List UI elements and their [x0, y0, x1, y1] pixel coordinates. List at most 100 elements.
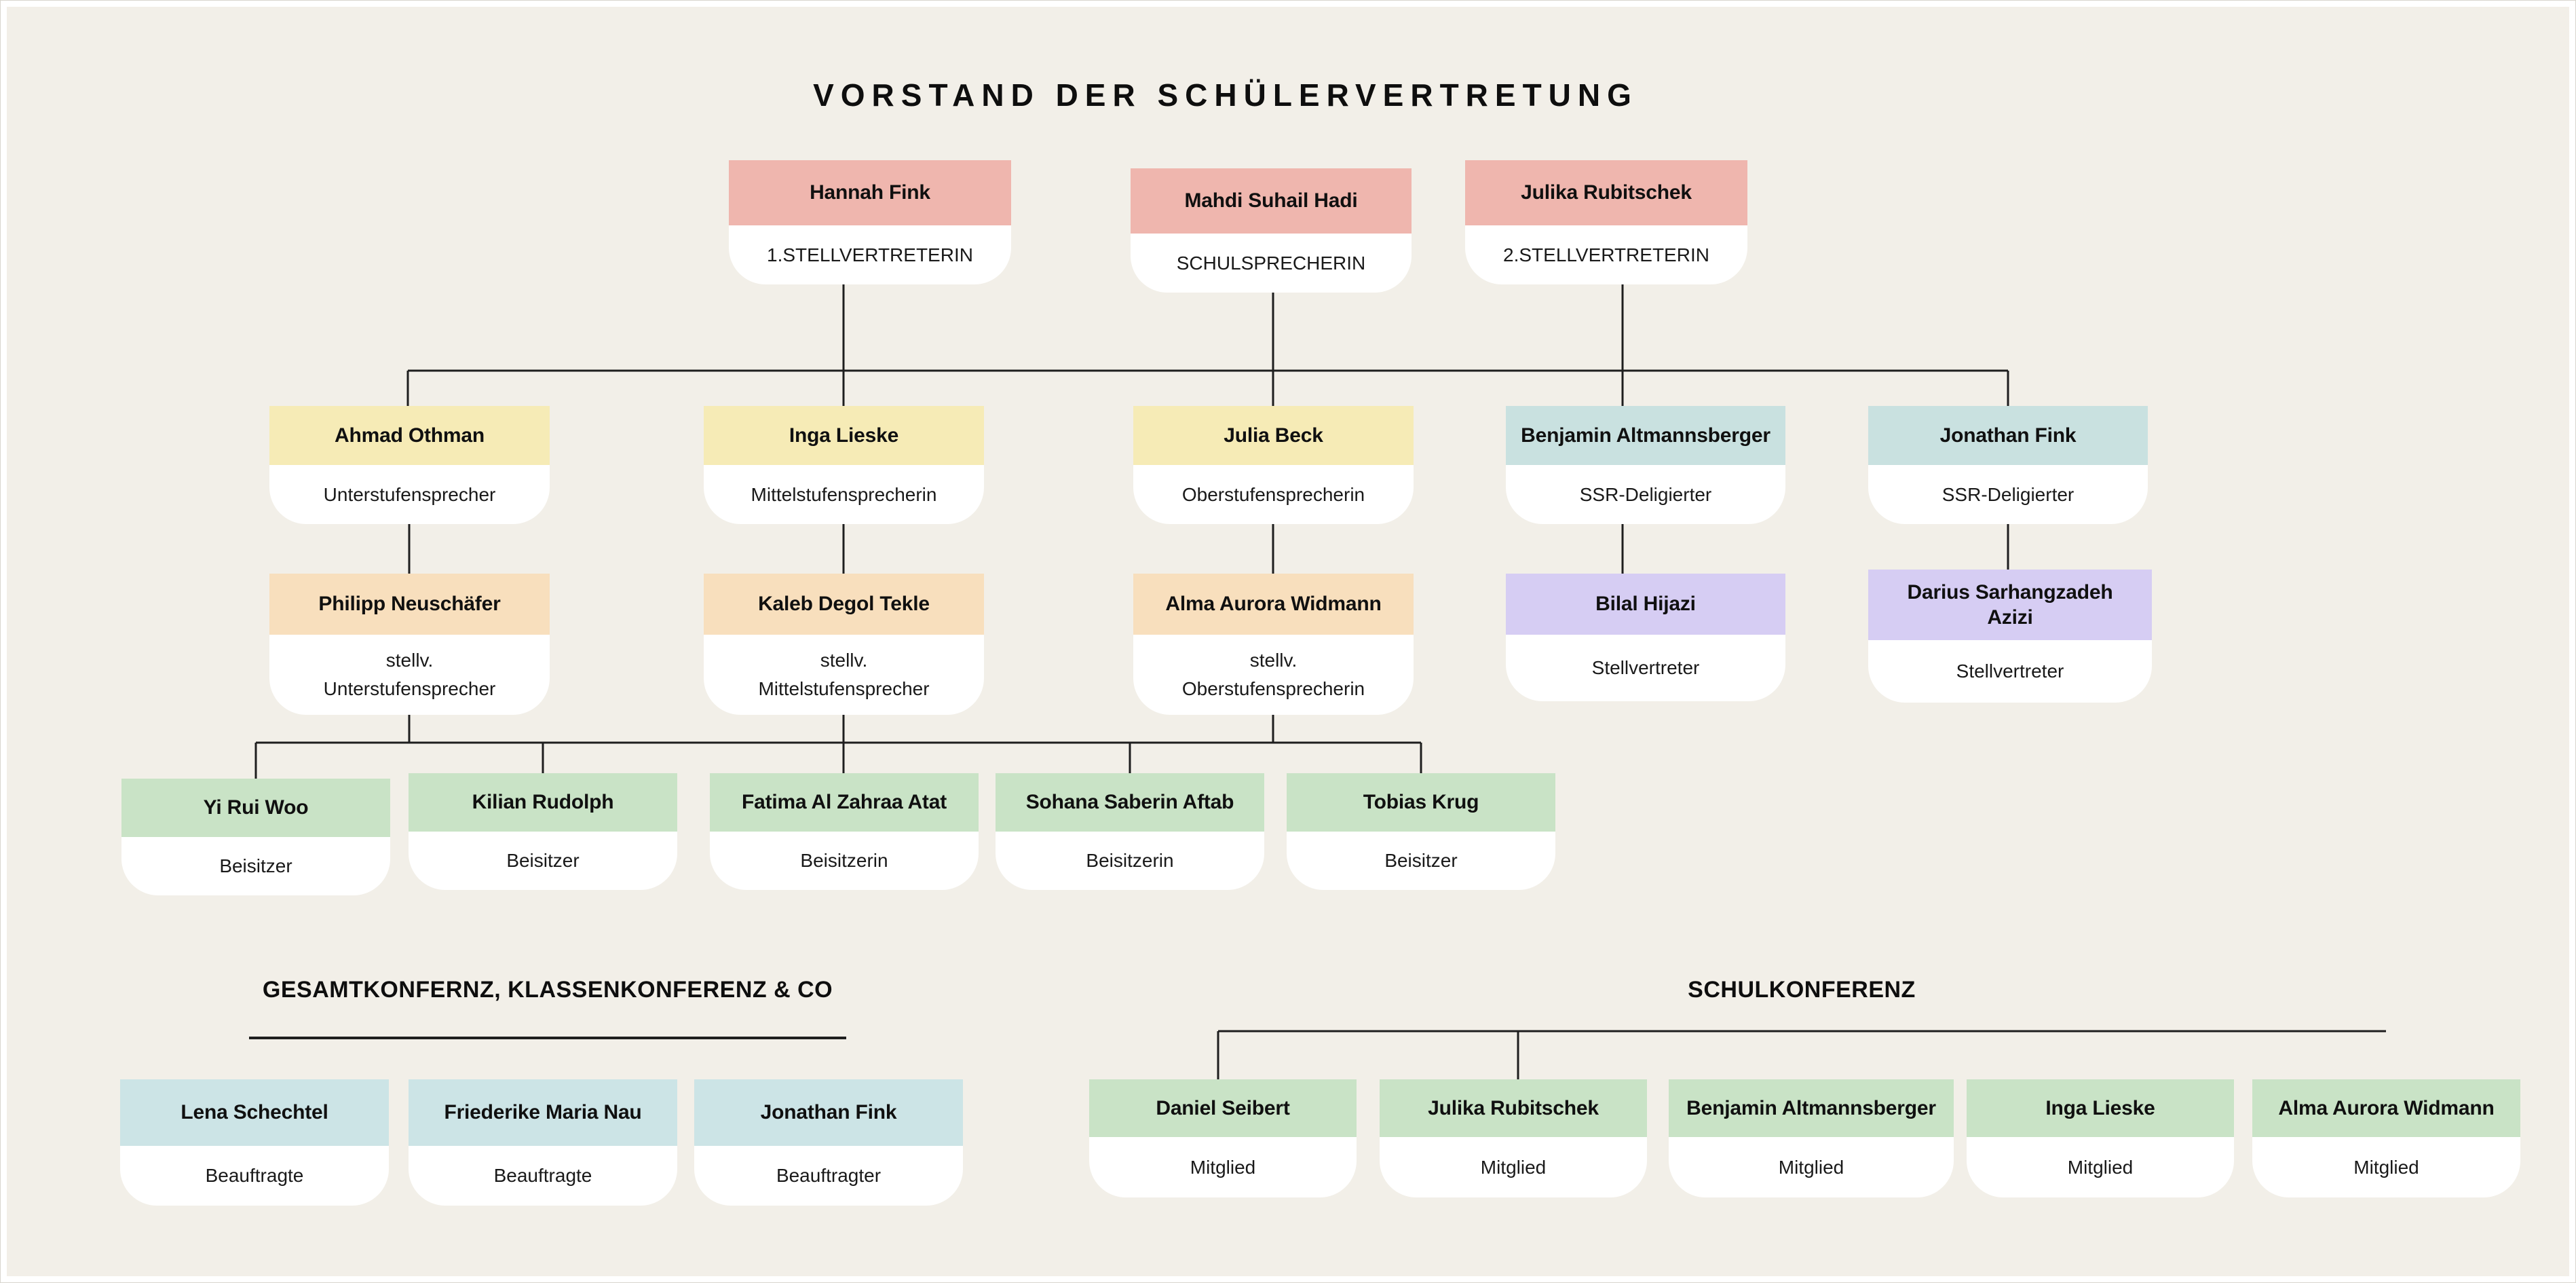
- card-header: Hannah Fink: [729, 160, 1011, 225]
- card-body: Mitglied: [1380, 1137, 1647, 1197]
- member-name: Jonathan Fink: [760, 1101, 897, 1124]
- member-role: 2.STELLVERTRETERIN: [1503, 244, 1709, 265]
- org-card: Benjamin Altmannsberger Mitglied: [1669, 1079, 1954, 1197]
- member-name: Lena Schechtel: [181, 1101, 328, 1124]
- card-header: Benjamin Altmannsberger: [1669, 1079, 1954, 1137]
- card-header: Friederike Maria Nau: [409, 1079, 677, 1146]
- card-body: 2.STELLVERTRETERIN: [1465, 225, 1747, 284]
- org-card: Alma Aurora Widmann stellv. Oberstufensp…: [1133, 574, 1414, 715]
- member-name: Julika Rubitschek: [1428, 1096, 1599, 1119]
- member-role: Beisitzer: [506, 850, 580, 871]
- member-name: Bilal Hijazi: [1595, 593, 1696, 616]
- member-role: Stellvertreter: [1956, 661, 2064, 682]
- card-body: Beisitzer: [1287, 832, 1555, 890]
- card-header: Darius Sarhangzadeh Azizi: [1868, 570, 2152, 640]
- card-body: Beisitzerin: [710, 832, 979, 890]
- card-header: Julika Rubitschek: [1465, 160, 1747, 225]
- member-name: Ahmad Othman: [335, 424, 485, 447]
- member-name: Julia Beck: [1224, 424, 1323, 447]
- org-card: Daniel Seibert Mitglied: [1089, 1079, 1357, 1197]
- member-role: Mitglied: [1778, 1156, 1844, 1178]
- member-role: Beisitzer: [219, 855, 292, 876]
- card-body: SSR-Deligierter: [1868, 465, 2148, 524]
- member-role: Beisitzer: [1384, 850, 1458, 871]
- org-card: Bilal Hijazi Stellvertreter: [1506, 574, 1785, 701]
- org-card: Alma Aurora Widmann Mitglied: [2252, 1079, 2520, 1197]
- member-name: Friederike Maria Nau: [444, 1101, 642, 1124]
- member-role: Beauftragte: [205, 1165, 304, 1186]
- org-card: Ahmad Othman Unterstufensprecher: [269, 406, 550, 524]
- org-card: Philipp Neuschäfer stellv. Unterstufensp…: [269, 574, 550, 715]
- section-heading-right: SCHULKONFERENZ: [1688, 977, 1916, 1003]
- member-name: Kaleb Degol Tekle: [758, 593, 930, 616]
- org-card: Hannah Fink 1.STELLVERTRETERIN: [729, 160, 1011, 284]
- member-name: Tobias Krug: [1363, 791, 1479, 814]
- member-name: Inga Lieske: [2045, 1096, 2155, 1119]
- member-role: Mitglied: [2067, 1156, 2134, 1178]
- card-body: stellv. Unterstufensprecher: [269, 635, 550, 715]
- org-card: Yi Rui Woo Beisitzer: [121, 779, 390, 895]
- card-header: Julia Beck: [1133, 406, 1414, 465]
- card-body: Mittelstufensprecherin: [704, 465, 984, 524]
- member-name: Jonathan Fink: [1939, 424, 2077, 447]
- member-role: stellv. Unterstufensprecher: [323, 650, 496, 699]
- member-role: SCHULSPRECHERIN: [1176, 252, 1366, 274]
- card-header: Benjamin Altmannsberger: [1506, 406, 1785, 465]
- card-header: Ahmad Othman: [269, 406, 550, 465]
- org-card: Friederike Maria Nau Beauftragte: [409, 1079, 677, 1206]
- member-role: Unterstufensprecher: [323, 483, 496, 505]
- member-name: Benjamin Altmannsberger: [1686, 1096, 1936, 1119]
- section-heading-left: GESAMTKONFERNZ, KLASSENKONFERENZ & CO: [262, 977, 833, 1003]
- card-header: Tobias Krug: [1287, 773, 1555, 832]
- card-body: Oberstufensprecherin: [1133, 465, 1414, 524]
- member-role: Mitglied: [1480, 1156, 1547, 1178]
- card-header: Jonathan Fink: [694, 1079, 963, 1146]
- member-name: Kilian Rudolph: [472, 791, 614, 814]
- card-body: Mitglied: [1967, 1137, 2234, 1197]
- member-role: Beisitzerin: [1086, 850, 1174, 871]
- card-header: Alma Aurora Widmann: [2252, 1079, 2520, 1137]
- card-body: SSR-Deligierter: [1506, 465, 1785, 524]
- member-role: stellv. Oberstufensprecherin: [1181, 650, 1365, 699]
- member-role: 1.STELLVERTRETERIN: [767, 244, 973, 265]
- page-title: VORSTAND DER SCHÜLERVERTRETUNG: [813, 77, 1638, 113]
- member-role: Mittelstufensprecherin: [751, 483, 937, 505]
- org-card: Julika Rubitschek Mitglied: [1380, 1079, 1647, 1197]
- card-header: Sohana Saberin Aftab: [996, 773, 1264, 832]
- card-header: Mahdi Suhail Hadi: [1131, 168, 1412, 234]
- member-role: Stellvertreter: [1591, 657, 1700, 678]
- card-header: Alma Aurora Widmann: [1133, 574, 1414, 635]
- card-header: Fatima Al Zahraa Atat: [710, 773, 979, 832]
- org-card: Darius Sarhangzadeh Azizi Stellvertreter: [1868, 570, 2152, 703]
- card-header: Julika Rubitschek: [1380, 1079, 1647, 1137]
- member-role: SSR-Deligierter: [1579, 483, 1712, 505]
- member-role: SSR-Deligierter: [1942, 483, 2075, 505]
- member-name: Benjamin Altmannsberger: [1521, 424, 1770, 447]
- member-role: Mitglied: [1190, 1156, 1256, 1178]
- card-header: Kaleb Degol Tekle: [704, 574, 984, 635]
- card-body: Stellvertreter: [1868, 640, 2152, 703]
- card-header: Bilal Hijazi: [1506, 574, 1785, 635]
- member-name: Mahdi Suhail Hadi: [1184, 189, 1358, 212]
- card-body: Mitglied: [1669, 1137, 1954, 1197]
- member-role: stellv. Mittelstufensprecher: [758, 650, 930, 699]
- org-card: Tobias Krug Beisitzer: [1287, 773, 1555, 890]
- org-card: Jonathan Fink SSR-Deligierter: [1868, 406, 2148, 524]
- card-body: SCHULSPRECHERIN: [1131, 234, 1412, 293]
- member-name: Darius Sarhangzadeh Azizi: [1907, 580, 2113, 629]
- member-name: Daniel Seibert: [1156, 1096, 1290, 1119]
- org-card: Julia Beck Oberstufensprecherin: [1133, 406, 1414, 524]
- card-body: Mitglied: [2252, 1137, 2520, 1197]
- org-card: Mahdi Suhail Hadi SCHULSPRECHERIN: [1131, 168, 1412, 293]
- card-body: Beisitzerin: [996, 832, 1264, 890]
- org-card: Inga Lieske Mittelstufensprecherin: [704, 406, 984, 524]
- card-body: stellv. Oberstufensprecherin: [1133, 635, 1414, 715]
- org-card: Fatima Al Zahraa Atat Beisitzerin: [710, 773, 979, 890]
- org-card: Kaleb Degol Tekle stellv. Mittelstufensp…: [704, 574, 984, 715]
- member-name: Alma Aurora Widmann: [2278, 1096, 2495, 1119]
- member-role: Beauftragte: [493, 1165, 592, 1186]
- member-name: Julika Rubitschek: [1521, 181, 1692, 204]
- member-role: Oberstufensprecherin: [1181, 483, 1365, 505]
